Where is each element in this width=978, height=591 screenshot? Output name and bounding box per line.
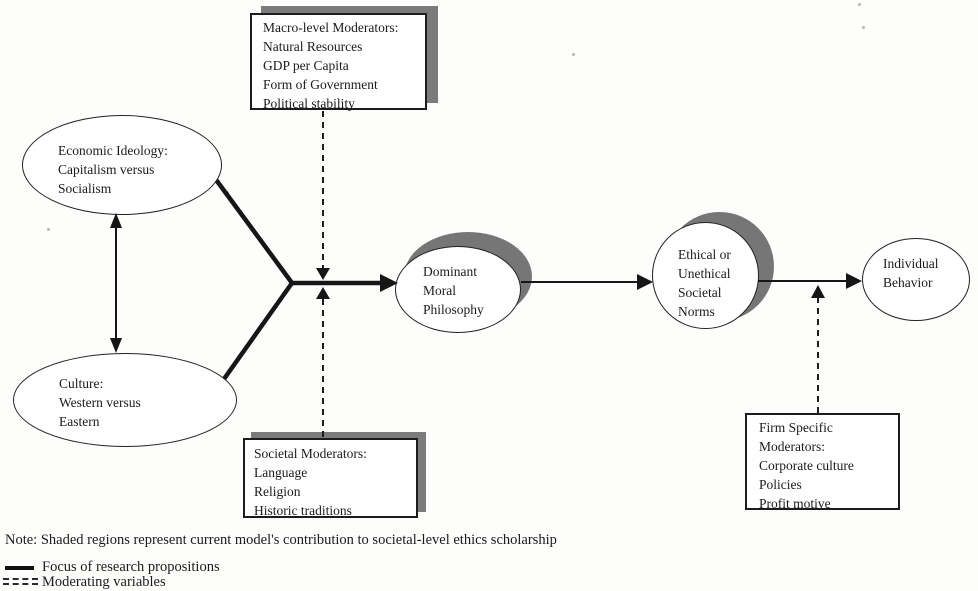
- legend-dashed-line-sample: [3, 578, 38, 585]
- firm-moderators-line: Firm Specific: [759, 420, 833, 435]
- scan-artifact-dot: [572, 53, 575, 56]
- scan-artifact-dot: [858, 3, 861, 6]
- figure-note: Note: Shaded regions represent current m…: [5, 532, 557, 548]
- firm-moderators-box: Firm Specific Moderators: Corporate cult…: [745, 413, 900, 511]
- legend-label-moderating: Moderating variables: [42, 574, 166, 590]
- economic-ideology-line: Capitalism versus: [58, 162, 155, 177]
- individual-behavior-ellipse: Individual Behavior: [862, 238, 970, 321]
- economic-ideology-line: Socialism: [58, 181, 112, 196]
- societal-moderators-line: Language: [254, 465, 308, 480]
- dashed-arrow-firm-moderators: [811, 285, 825, 413]
- firm-moderators-line: Policies: [759, 477, 802, 492]
- firm-moderators-line: Moderators:: [759, 439, 825, 454]
- dominant-moral-philosophy-line: Philosophy: [423, 302, 484, 317]
- culture-ellipse: Culture: Western versus Eastern: [13, 353, 237, 447]
- scan-artifact-dot: [47, 228, 50, 231]
- dashed-arrow-macro-moderators: [316, 111, 330, 280]
- macro-moderators-line: Macro-level Moderators:: [263, 20, 399, 35]
- firm-moderators-line: Profit motive: [759, 496, 831, 511]
- macro-moderators-line: Natural Resources: [263, 39, 363, 54]
- societal-moderators-line: Societal Moderators:: [254, 446, 367, 461]
- scan-artifact-dot: [226, 191, 229, 194]
- dominant-moral-philosophy-line: Dominant: [423, 264, 477, 279]
- firm-moderators-line: Corporate culture: [759, 458, 854, 473]
- macro-moderators-line: Political stability: [263, 96, 355, 111]
- focus-arrow-junction-to-philosophy: [290, 274, 398, 292]
- dashed-arrow-societal-moderators: [316, 287, 330, 437]
- arrow-philosophy-to-norms: [521, 274, 653, 290]
- legend-label-focus: Focus of research propositions: [42, 559, 220, 575]
- individual-behavior-line: Behavior: [883, 275, 933, 290]
- culture-line: Western versus: [59, 395, 141, 410]
- societal-moderators-box: Societal Moderators: Language Religion H…: [243, 438, 418, 518]
- societal-norms-line: Societal: [678, 285, 722, 300]
- economic-ideology-ellipse: Economic Ideology: Capitalism versus Soc…: [22, 115, 222, 215]
- dominant-moral-philosophy-ellipse: Dominant Moral Philosophy: [395, 246, 521, 333]
- societal-norms-line: Norms: [678, 304, 715, 319]
- societal-moderators-line: Religion: [254, 484, 301, 499]
- societal-norms-ellipse: Ethical or Unethical Societal Norms: [652, 222, 759, 329]
- scan-artifact-dot: [862, 26, 865, 29]
- macro-moderators-line: GDP per Capita: [263, 58, 349, 73]
- societal-norms-line: Unethical: [678, 266, 731, 281]
- legend-solid-line-sample: [5, 566, 34, 570]
- individual-behavior-line: Individual: [883, 256, 939, 271]
- macro-moderators-line: Form of Government: [263, 77, 378, 92]
- dominant-moral-philosophy-line: Moral: [423, 283, 456, 298]
- macro-moderators-box: Macro-level Moderators: Natural Resource…: [250, 13, 427, 111]
- culture-line: Eastern: [59, 414, 100, 429]
- societal-norms-line: Ethical or: [678, 247, 731, 262]
- arrow-norms-to-behavior: [758, 273, 862, 289]
- societal-moderators-line: Historic traditions: [254, 503, 352, 518]
- double-arrow-economic-culture: [110, 213, 122, 353]
- culture-line: Culture:: [59, 376, 104, 391]
- economic-ideology-line: Economic Ideology:: [58, 143, 168, 158]
